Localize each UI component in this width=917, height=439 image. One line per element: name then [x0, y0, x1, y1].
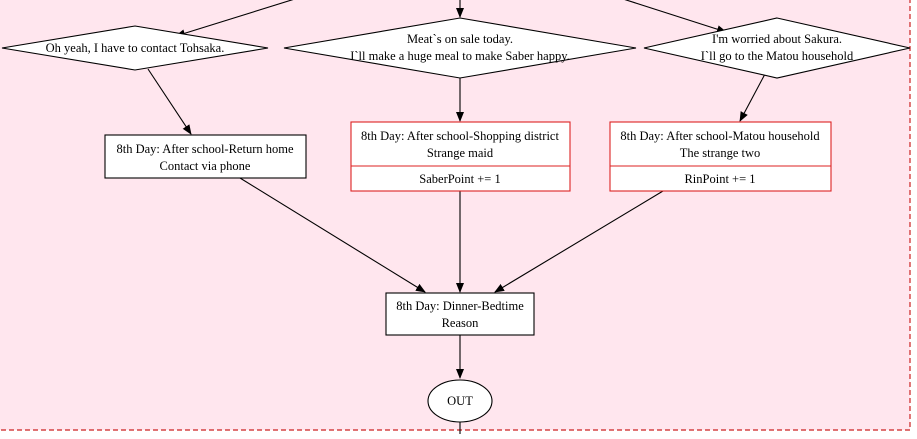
edge-matou-household-to-dinner [494, 190, 664, 293]
decision-text: Oh yeah, I have to contact Tohsaka. [46, 41, 225, 55]
scene-box [385, 292, 535, 336]
scene-title: 8th Day: Dinner-Bedtime [396, 299, 524, 313]
scene-title: 8th Day: After school-Shopping district [361, 129, 559, 143]
edge-top-to-decision-tohsaka [175, 0, 294, 38]
scene-subtitle: The strange two [680, 146, 761, 160]
scene-effect: SaberPoint += 1 [419, 172, 500, 186]
scene-box [609, 121, 832, 192]
decision-text-line-2: I`ll make a huge meal to make Saber happ… [350, 49, 570, 63]
terminal-ellipse [427, 379, 493, 423]
scene-title: 8th Day: After school-Return home [116, 142, 293, 156]
decision-diamond [643, 17, 911, 79]
scene-shopping-district: 8th Day: After school-Shopping district … [350, 121, 571, 192]
scene-effect: RinPoint += 1 [684, 172, 755, 186]
scene-box [350, 121, 571, 192]
terminal-label: OUT [447, 394, 473, 408]
decision-sakura: I'm worried about Sakura. I`ll go to the… [643, 17, 911, 79]
edge-decision-sakura-to-matou-household [739, 73, 766, 122]
terminal-out: OUT [427, 379, 493, 423]
decision-diamond [283, 17, 637, 79]
decision-text-line-1: Meat`s on sale today. [407, 32, 513, 46]
edge-decision-tohsaka-to-return-home [147, 68, 192, 135]
decision-diamond [1, 25, 269, 71]
decision-text-line-1: I'm worried about Sakura. [712, 32, 842, 46]
scene-subtitle: Reason [442, 316, 480, 330]
incoming-edges [175, 0, 727, 38]
edge-top-to-decision-sakura [624, 0, 727, 34]
edge-return-home-to-dinner [239, 177, 426, 293]
scene-box [104, 134, 307, 179]
decision-text-line-2: I`ll go to the Matou household [701, 49, 854, 63]
edges [147, 68, 766, 436]
decision-shopping: Meat`s on sale today. I`ll make a huge m… [283, 17, 637, 79]
decision-tohsaka: Oh yeah, I have to contact Tohsaka. [1, 25, 269, 71]
scene-matou-household: 8th Day: After school-Matou household Th… [609, 121, 832, 192]
scene-title: 8th Day: After school-Matou household [620, 129, 820, 143]
scene-return-home: 8th Day: After school-Return home Contac… [104, 134, 307, 179]
scene-subtitle: Strange maid [427, 146, 494, 160]
scene-subtitle: Contact via phone [160, 159, 251, 173]
scene-dinner-bedtime: 8th Day: Dinner-Bedtime Reason [385, 292, 535, 336]
